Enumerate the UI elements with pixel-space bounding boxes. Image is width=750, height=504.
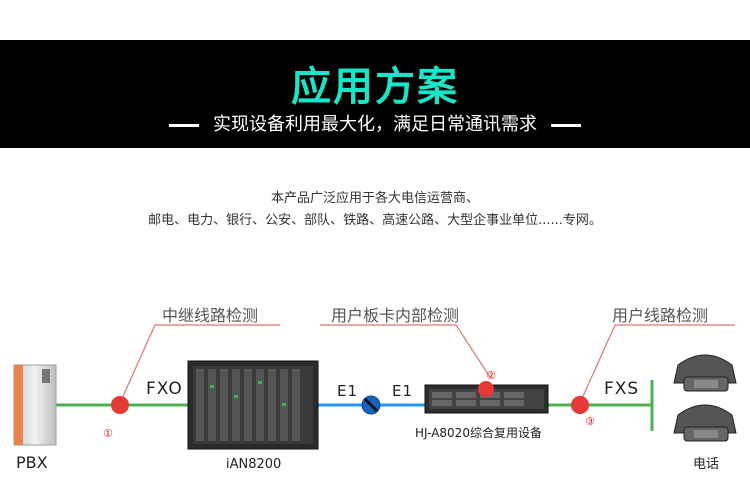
banner-subtitle: 实现设备利用最大化，满足日常通讯需求 bbox=[213, 114, 537, 135]
port-fxo-label: FXO bbox=[146, 379, 183, 399]
device-phone-label: 电话 bbox=[693, 457, 720, 472]
telephone-icon-top bbox=[673, 354, 737, 392]
port-fxs-label: FXS bbox=[604, 379, 640, 399]
intro-line-2: 邮电、电力、银行、公安、部队、铁路、高速公路、大型企事业单位......专网。 bbox=[148, 213, 602, 228]
marker-3-label: ③ bbox=[585, 415, 595, 428]
callout-line-label: 用户线路检测 bbox=[612, 306, 709, 325]
device-hj-label: HJ-A8020综合复用设备 bbox=[415, 426, 542, 440]
e1-connector-icon bbox=[361, 395, 381, 415]
telephone-icon-bottom bbox=[673, 404, 737, 442]
diagram-graphics bbox=[13, 324, 737, 450]
callout-trunk-label: 中继线路检测 bbox=[162, 306, 259, 325]
header-banner: 应用方案 实现设备利用最大化，满足日常通讯需求 bbox=[0, 40, 750, 148]
device-ian-label: iAN8200 bbox=[226, 457, 282, 472]
hj-a8020-device-icon bbox=[424, 384, 549, 414]
marker-1-label: ① bbox=[103, 427, 113, 440]
test-point-3 bbox=[571, 396, 589, 414]
application-diagram: 中继线路检测 用户板卡内部检测 用户线路检测 FXO E1 E1 FXS PBX… bbox=[0, 285, 750, 504]
dash-left bbox=[169, 123, 199, 127]
port-e1-left-label: E1 bbox=[337, 382, 359, 400]
test-point-1 bbox=[111, 396, 129, 414]
callout-board-label: 用户板卡内部检测 bbox=[331, 306, 460, 325]
pbx-cabinet-icon bbox=[13, 364, 57, 446]
callout-line-board bbox=[320, 324, 491, 378]
port-e1-right-label: E1 bbox=[392, 382, 414, 400]
callout-line-trunk bbox=[119, 324, 280, 404]
dash-right bbox=[551, 123, 581, 127]
banner-title: 应用方案 bbox=[291, 64, 459, 110]
marker-2-label: ② bbox=[486, 369, 496, 382]
intro-line-1: 本产品广泛应用于各大电信运营商、 bbox=[270, 191, 479, 206]
banner-subtitle-row: 实现设备利用最大化，满足日常通讯需求 bbox=[0, 110, 750, 136]
ian8200-rack-icon bbox=[187, 360, 319, 450]
device-pbx-label: PBX bbox=[16, 453, 48, 472]
test-point-2 bbox=[478, 381, 494, 397]
callout-line-line bbox=[579, 324, 735, 404]
